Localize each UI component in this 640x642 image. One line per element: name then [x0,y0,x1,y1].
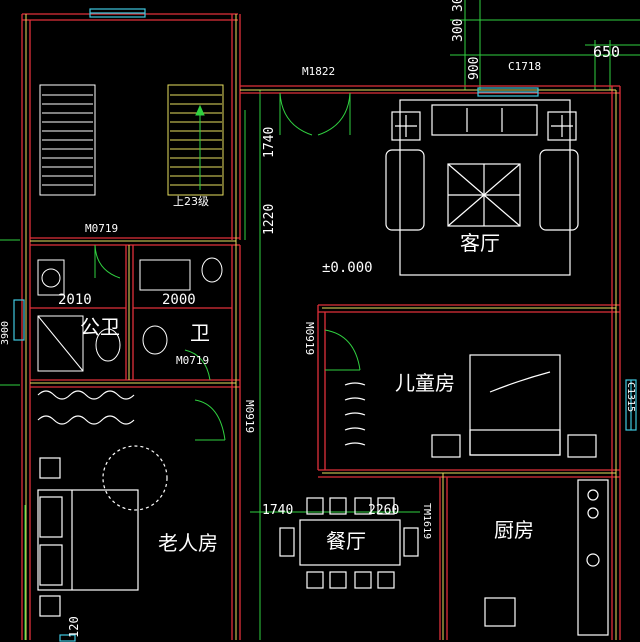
dim-2260: 2260 [368,503,399,518]
childrens-room-furniture [344,354,597,458]
window-c1315-code: C1315 [625,382,636,412]
door-m0719-bath-code: M0719 [176,354,209,367]
bath2-label: 卫 [190,321,210,345]
living-room-furniture [385,99,579,276]
stair-note-label: 上23级 [173,195,209,208]
dim-650: 650 [593,43,620,61]
kitchen-label: 厨房 [494,518,534,542]
dim-1740-horizontal: 1740 [262,503,293,518]
door-tm1619-code: TM1619 [421,503,432,539]
bath-fixtures [37,257,223,372]
dim-120: 120 [67,616,81,638]
walls [21,13,621,640]
door-m0919-elder-code: M0919 [243,400,256,433]
kitchen-fixtures [484,479,609,636]
window-c1718-code: C1718 [508,60,541,73]
dim-2010: 2010 [58,292,92,308]
doors [94,92,361,441]
dim-30: 30 [451,0,466,12]
dim-2000: 2000 [162,292,196,308]
dining-furniture [279,497,419,589]
door-m0919-child-code: M0919 [303,322,316,355]
structure-yellow [25,14,617,640]
elders-room-label: 老人房 [158,531,218,555]
elder-room-furniture [37,390,168,617]
door-m0719-top-code: M0719 [85,222,118,235]
dim-300: 300 [451,19,466,42]
dim-900: 900 [467,57,482,80]
dim-1740-vertical: 1740 [262,127,277,158]
door-m1822-code: M1822 [302,65,335,78]
public-bath-label: 公卫 [80,315,120,339]
elevation-label: ±0.000 [322,260,373,276]
living-room-label: 客厅 [460,231,500,255]
dim-1220-vertical: 1220 [262,204,277,235]
childrens-room-label: 儿童房 [395,371,455,395]
staircase [39,84,224,196]
windows [13,8,637,642]
dim-left-edge: 3900 [0,321,11,345]
dining-room-label: 餐厅 [326,529,366,553]
